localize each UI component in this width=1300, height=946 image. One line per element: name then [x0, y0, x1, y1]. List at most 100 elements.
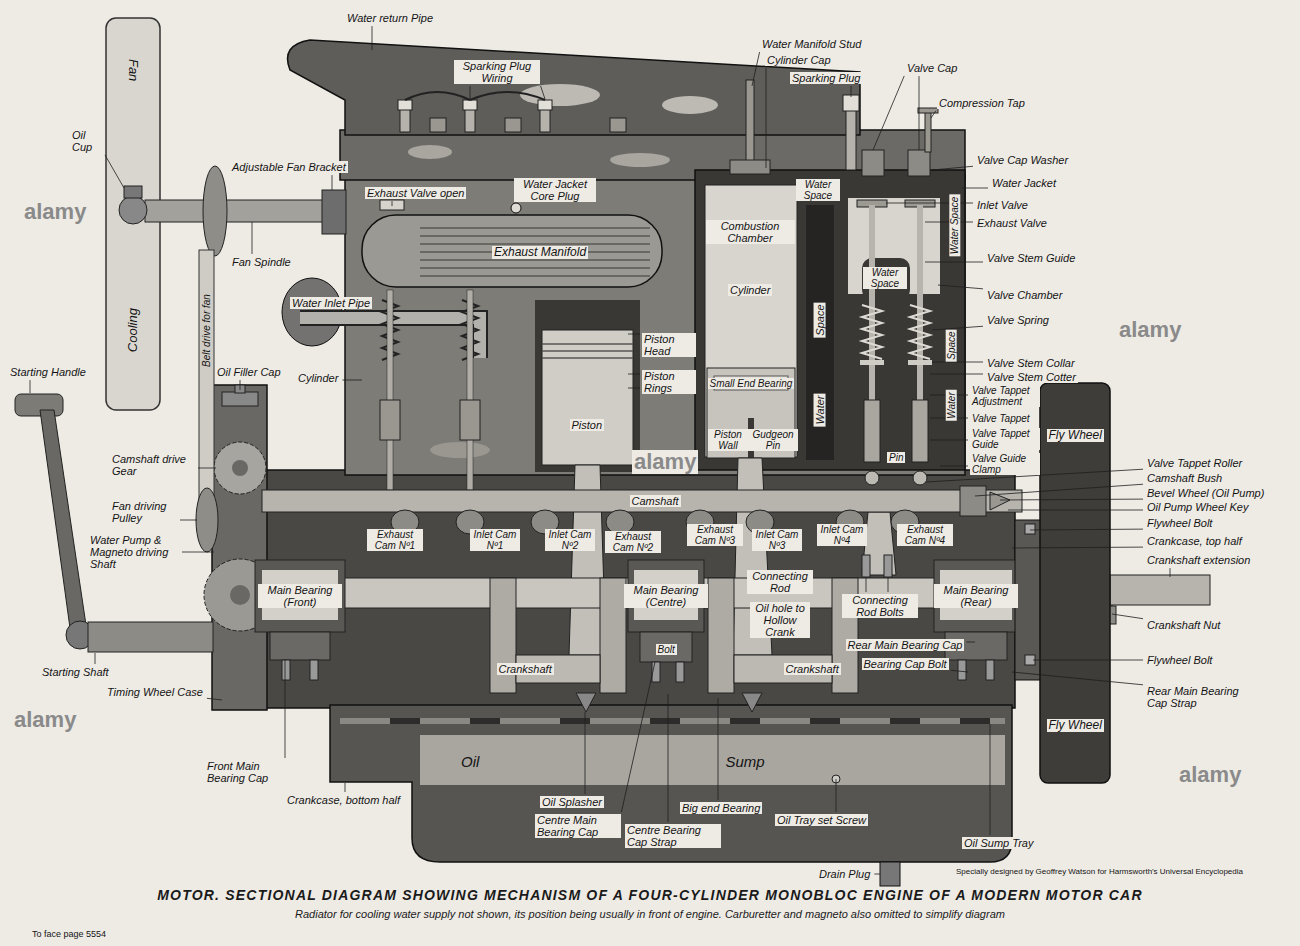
sparking-plugs-part: [465, 108, 475, 132]
cylinder-section-part: [908, 150, 930, 176]
cylinder-section-part: [913, 471, 927, 485]
leader-line: [919, 76, 920, 150]
part-label: Piston: [570, 419, 605, 431]
piston-cutaway-part: [542, 344, 633, 358]
cylinder-section-part: [910, 305, 930, 359]
part-label: Space: [813, 302, 825, 337]
part-label: Adjustable Fan Bracket: [230, 161, 348, 173]
leader-line: [252, 222, 253, 254]
starting-handle-part: [40, 410, 86, 628]
part-label: Cylinder: [728, 284, 772, 296]
oil-sump-part: [470, 718, 500, 724]
crankshaft-part: [934, 560, 1018, 632]
part-label: Rear Main Bearing Cap: [846, 639, 965, 651]
part-label: Oil Cup: [70, 129, 104, 153]
exhaust-manifold-part: [511, 203, 521, 213]
valve-gear-outside-part: [460, 400, 480, 440]
camshaft-part: [262, 490, 1022, 512]
part-label: Oil hole to Hollow Crank: [750, 602, 810, 638]
part-label: Cylinder Cap: [765, 54, 833, 66]
leader-line: [180, 520, 197, 521]
cylinder-block-part: [662, 96, 718, 114]
leader-line: [866, 578, 867, 592]
part-label: Piston Head: [642, 333, 696, 357]
cylinder-section-part: [806, 205, 834, 460]
part-label: Exhaust Valve open: [365, 187, 466, 199]
part-label: Inlet Cam Nº1: [470, 529, 520, 551]
part-label: Rear Main Bearing Cap Strap: [1145, 685, 1249, 709]
fan-part: [322, 190, 346, 234]
watermark: alamy: [1117, 318, 1183, 342]
leader-line: [668, 694, 669, 822]
cylinder-section-part: [908, 360, 932, 365]
leader-line: [1170, 568, 1171, 577]
figure-title: MOTOR. SECTIONAL DIAGRAM SHOWING MECHANI…: [0, 887, 1300, 903]
starting-handle: [15, 394, 213, 652]
exhaust-manifold-part: [362, 215, 662, 287]
cylinder-block-part: [610, 153, 670, 167]
part-label: Water Jacket: [990, 177, 1058, 189]
part-label: Piston Wall: [708, 429, 748, 451]
cylinder-section-part: [860, 360, 884, 365]
cylinder-section-part: [846, 110, 856, 170]
crankshaft-part: [884, 555, 892, 577]
cylinder-section-part: [917, 205, 923, 405]
watermark: alamy: [22, 200, 88, 224]
crankshaft-part: [282, 660, 290, 680]
valve-gear-outside-part: [467, 290, 473, 490]
part-label: Inlet Cam Nº2: [545, 529, 595, 551]
part-label: Valve Tappet: [970, 413, 1032, 424]
part-label: Valve Stem Cotter: [985, 371, 1078, 383]
cylinder-section: [695, 80, 965, 655]
crankshaft-part: [255, 560, 345, 632]
leader-line: [1030, 529, 1143, 531]
leader-line: [962, 188, 988, 189]
cylinder-block-part: [340, 130, 965, 180]
sparking-plugs-part: [463, 100, 477, 110]
timing-wheel-case-part: [232, 460, 248, 476]
starting-handle-part: [88, 622, 213, 652]
leader-line: [888, 578, 889, 592]
leader-line: [752, 52, 760, 86]
part-label: Connecting Rod Bolts: [842, 594, 918, 618]
part-label: Starting Shaft: [40, 666, 111, 678]
part-label: Valve Stem Collar: [985, 357, 1077, 369]
part-label: Valve Spring: [985, 314, 1051, 326]
fan-belt: [196, 250, 218, 552]
fan-part: [119, 196, 147, 224]
timing-wheel-case-part: [214, 442, 266, 494]
leader-line: [1112, 614, 1143, 619]
leader-line: [718, 698, 719, 800]
leader-line: [930, 374, 983, 375]
page-note: To face page 5554: [30, 930, 108, 940]
leader-line: [966, 642, 975, 643]
part-label: Cooling: [126, 306, 140, 354]
part-label: Cylinder: [296, 372, 340, 384]
sparking-plugs-part: [538, 100, 552, 110]
part-label: Bearing Cap Bolt: [862, 658, 949, 670]
leader-line: [873, 76, 904, 150]
leader-line: [95, 653, 96, 664]
fan-belt-part: [199, 250, 214, 525]
leader-line: [621, 662, 655, 812]
crankshaft-part: [676, 662, 684, 682]
part-label: Water Space: [949, 194, 960, 256]
leader-line: [240, 380, 241, 390]
leader-line: [105, 155, 124, 188]
part-label: Camshaft: [630, 495, 681, 507]
fan-part: [124, 186, 142, 198]
part-label: Water Space: [863, 267, 907, 289]
leader-line: [198, 468, 216, 469]
watermark: alamy: [632, 450, 698, 474]
cylinder-section-part: [843, 95, 859, 111]
part-label: Sump: [724, 754, 767, 771]
cylinder-block-part: [430, 442, 490, 458]
oil-sump-part: [330, 705, 1012, 862]
leader-line: [470, 86, 471, 99]
part-label: Water: [813, 393, 825, 426]
leader-line: [628, 374, 640, 375]
part-label: Combustion Chamber: [706, 220, 795, 244]
part-label: Fan: [126, 57, 140, 83]
part-label: Starting Handle: [8, 366, 88, 378]
sparking-plugs-part: [505, 118, 521, 132]
